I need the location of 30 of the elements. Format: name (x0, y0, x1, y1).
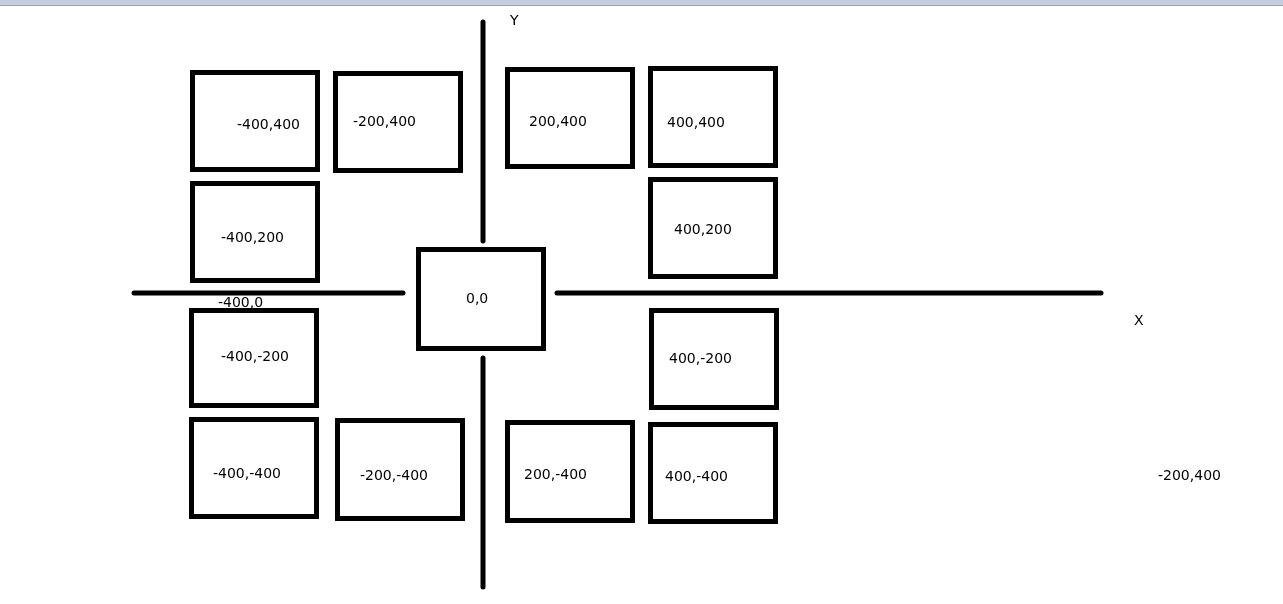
coordinate-box (648, 422, 778, 524)
coordinate-label: -200,400 (353, 113, 416, 129)
coordinate-box (190, 181, 320, 283)
coordinate-box (333, 71, 463, 173)
coordinate-label: 200,-400 (524, 466, 587, 482)
coordinate-box (189, 417, 319, 519)
coordinate-box (505, 420, 635, 523)
coordinate-label: -400,-200 (221, 348, 289, 364)
coordinate-label: 200,400 (529, 113, 587, 129)
coordinate-box (189, 308, 319, 408)
axis-label: X (1134, 312, 1144, 328)
coordinate-box (648, 177, 778, 279)
coordinate-box (335, 418, 465, 521)
coordinate-label: 400,200 (674, 221, 732, 237)
coordinate-label: 400,-400 (665, 468, 728, 484)
coordinate-label: -200,-400 (360, 467, 428, 483)
coordinate-box (505, 67, 635, 169)
coordinate-box (416, 247, 546, 351)
coordinate-label: -400,200 (221, 229, 284, 245)
coordinate-label: 400,400 (667, 114, 725, 130)
coordinate-box (648, 66, 778, 168)
coordinate-label: -200,400 (1158, 467, 1221, 483)
coordinate-label: -400,400 (237, 116, 300, 132)
coordinate-label: 0,0 (466, 290, 489, 306)
coordinate-label: -400,0 (218, 294, 264, 310)
coordinate-box (190, 70, 320, 172)
coordinate-label: -400,-400 (213, 465, 281, 481)
axis-label: Y (510, 12, 519, 28)
coordinate-box (649, 308, 779, 410)
coordinate-label: 400,-200 (669, 350, 732, 366)
